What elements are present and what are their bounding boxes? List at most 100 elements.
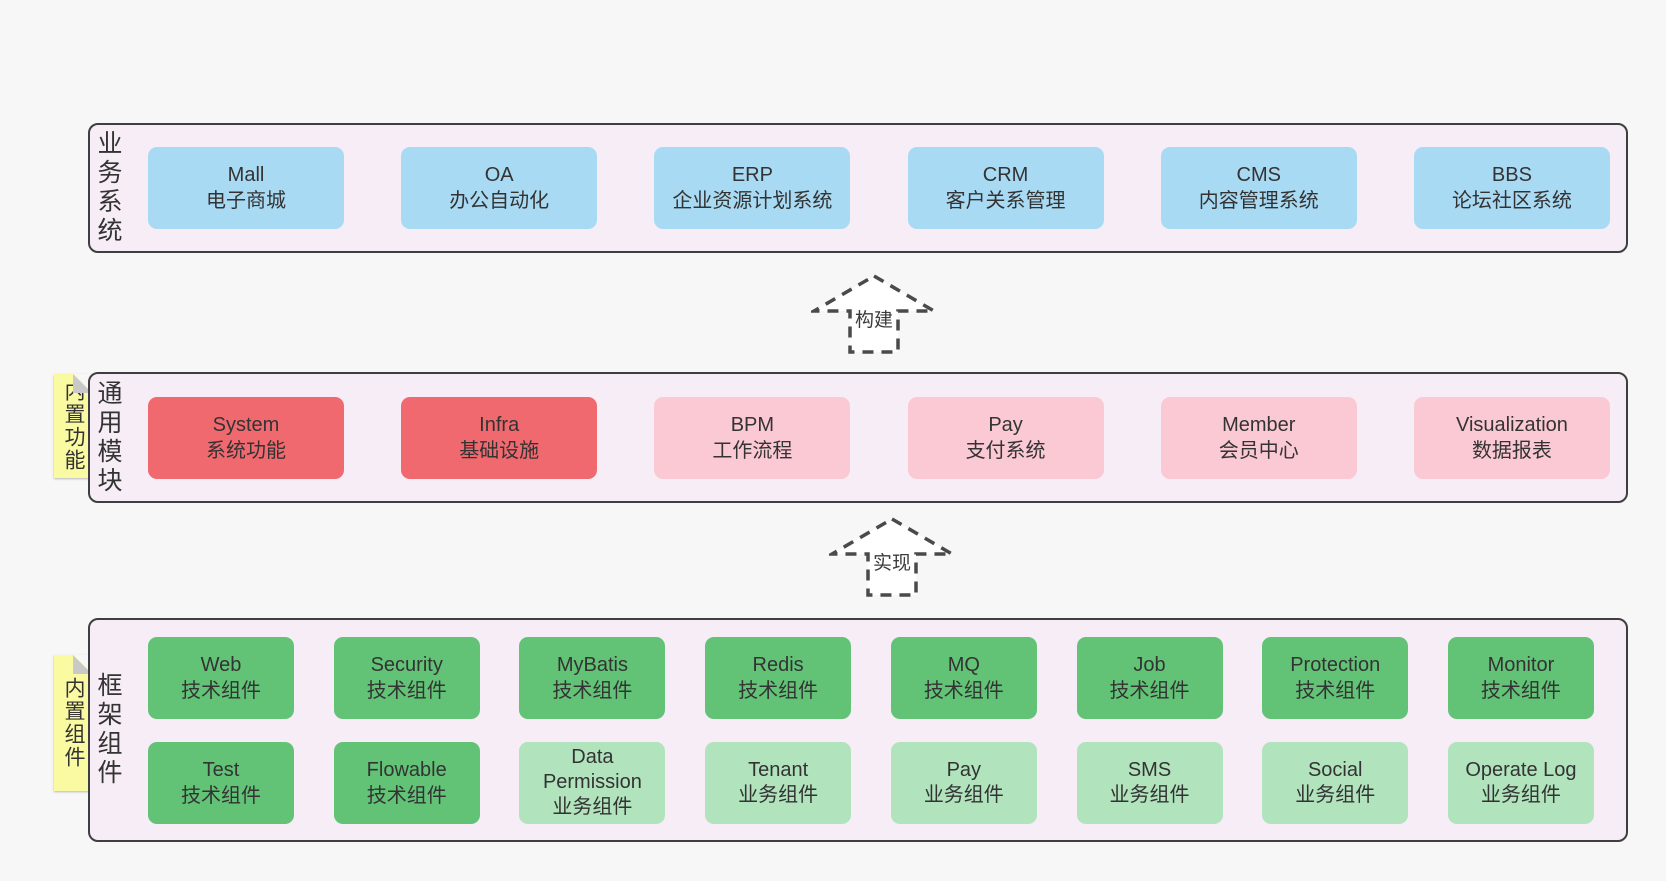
- node-subtitle: 企业资源计划系统: [672, 190, 833, 212]
- node-title: Member: [1222, 413, 1296, 436]
- node-monitor: Monitor 技术组件: [1447, 636, 1594, 719]
- node-title: SMS: [1127, 758, 1172, 781]
- node-member: Member 会员中心: [1160, 396, 1357, 479]
- node-mybatis: MyBatis 技术组件: [519, 636, 666, 719]
- node-title: Data Permission: [542, 746, 642, 793]
- node-redis: Redis 技术组件: [705, 636, 852, 719]
- node-title: Web: [200, 653, 242, 676]
- node-subtitle: 客户关系管理: [945, 190, 1066, 212]
- node-title: Pay: [946, 758, 982, 781]
- node-subtitle: 电子商城: [206, 190, 286, 212]
- layer-label-business-systems: 业务系统: [94, 130, 122, 246]
- node-subtitle: 业务组件: [1295, 783, 1376, 806]
- node-test: Test 技术组件: [148, 741, 294, 824]
- node-title: Social: [1307, 758, 1363, 781]
- node-title: BPM: [730, 413, 775, 436]
- node-subtitle: 基础设施: [459, 439, 540, 462]
- sticky-note-builtin-components: 内置组件: [54, 655, 92, 791]
- node-infra: Infra 基础设施: [401, 396, 598, 479]
- sticky-note-text: 内置组件: [62, 677, 85, 769]
- node-title: ERP: [731, 164, 773, 186]
- node-subtitle: 技术组件: [1295, 679, 1376, 702]
- node-subtitle: 工作流程: [712, 439, 793, 462]
- implement-arrow-label: 实现: [870, 552, 914, 576]
- node-title: Flowable: [366, 758, 447, 781]
- layer-label-common-modules: 通用模块: [94, 379, 122, 496]
- node-subtitle: 技术组件: [181, 784, 261, 807]
- node-subtitle: 技术组件: [738, 679, 819, 702]
- node-title: Tenant: [748, 758, 809, 781]
- node-bpm: BPM 工作流程: [654, 396, 851, 479]
- node-title: Mall: [227, 164, 265, 186]
- node-subtitle: 业务组件: [923, 783, 1004, 806]
- node-title: Operate Log: [1465, 758, 1577, 781]
- node-title: Test: [202, 758, 240, 781]
- node-title: Pay: [988, 413, 1023, 436]
- folded-corner-icon: [73, 655, 92, 674]
- node-subtitle: 业务组件: [552, 796, 633, 818]
- node-subtitle: 技术组件: [1480, 679, 1561, 702]
- node-flowable: Flowable 技术组件: [333, 741, 480, 824]
- implement-arrow: 实现: [829, 516, 955, 598]
- node-subtitle: 技术组件: [366, 679, 447, 702]
- node-protection: Protection 技术组件: [1262, 636, 1409, 719]
- node-subtitle: 会员中心: [1218, 439, 1299, 462]
- node-subtitle: 支付系统: [965, 439, 1046, 462]
- node-erp: ERP 企业资源计划系统: [654, 147, 851, 229]
- node-subtitle: 业务组件: [1480, 783, 1561, 806]
- node-subtitle: 技术组件: [366, 784, 447, 807]
- node-title: CMS: [1236, 164, 1281, 186]
- build-arrow-label: 构建: [852, 309, 896, 333]
- node-subtitle: 内容管理系统: [1198, 190, 1319, 212]
- sticky-note-builtin-features: 内置功能: [54, 374, 92, 478]
- node-title: Monitor: [1487, 653, 1555, 676]
- folded-corner-icon: [73, 374, 92, 393]
- node-subtitle: 业务组件: [1109, 783, 1190, 806]
- node-visualization: Visualization 数据报表: [1413, 396, 1610, 479]
- node-title: Security: [370, 653, 443, 676]
- node-data-permission: Data Permission 业务组件: [519, 741, 666, 824]
- node-crm: CRM 客户关系管理: [907, 147, 1104, 229]
- node-title: Protection: [1290, 653, 1381, 676]
- node-web: Web 技术组件: [148, 636, 294, 719]
- layer-label-framework-components: 框架组件: [94, 672, 122, 788]
- node-title: System: [212, 413, 280, 436]
- node-mq: MQ 技术组件: [890, 636, 1037, 719]
- biz-components-row: Test 技术组件 Flowable 技术组件 Data Permission 业务组件 T…: [148, 741, 1610, 824]
- node-subtitle: 办公自动化: [449, 190, 550, 212]
- node-title: BBS: [1491, 164, 1532, 186]
- node-pay: Pay 支付系统: [907, 396, 1104, 479]
- node-title: CRM: [982, 164, 1029, 186]
- sticky-note-text: 内置功能: [62, 380, 85, 472]
- node-subtitle: 技术组件: [181, 679, 261, 702]
- node-subtitle: 数据报表: [1471, 439, 1552, 462]
- node-security: Security 技术组件: [333, 636, 480, 719]
- node-subtitle: 技术组件: [1109, 679, 1190, 702]
- node-title: Infra: [479, 413, 520, 436]
- node-title: Visualization: [1455, 413, 1568, 436]
- node-title: Redis: [752, 653, 804, 676]
- node-title: MQ: [947, 653, 980, 676]
- node-mall: Mall 电子商城: [148, 147, 344, 229]
- node-cms: CMS 内容管理系统: [1160, 147, 1357, 229]
- node-title: MyBatis: [556, 653, 628, 676]
- node-subtitle: 技术组件: [923, 679, 1004, 702]
- node-subtitle: 技术组件: [552, 679, 633, 702]
